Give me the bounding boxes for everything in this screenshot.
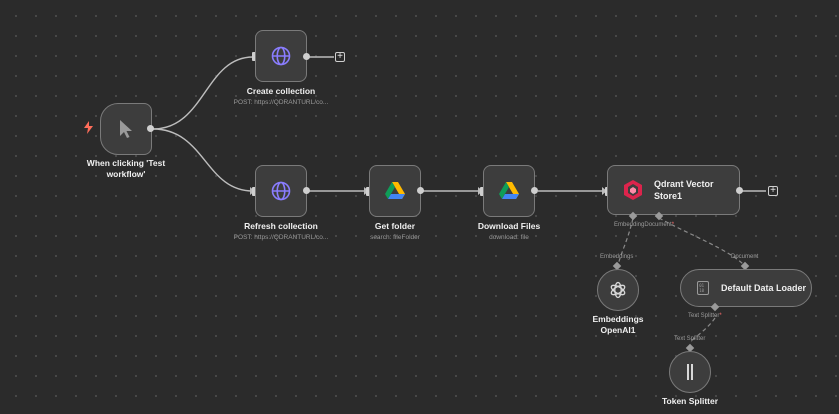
create-collection-title: Create collection [246, 86, 316, 96]
svg-text:10: 10 [699, 288, 704, 293]
loader-document-input-label: Document [731, 254, 759, 260]
edge-trigger-refresh [152, 128, 254, 192]
token-splitter-title: Token Splitter [661, 396, 719, 406]
splitter-icon [684, 363, 696, 381]
download-files-subtitle: download: file [489, 234, 529, 241]
globe-icon [271, 46, 291, 66]
qdrant-vector-store-node[interactable]: Qdrant Vector Store1 [607, 165, 740, 215]
edge-embedding-dashed [617, 217, 634, 266]
refresh-collection-input-port[interactable] [252, 187, 256, 196]
embeddings-title-line2: OpenAI1 [600, 325, 636, 335]
loader-text-splitter-label: Text Splitter* [688, 313, 722, 319]
download-files-title: Download Files [477, 221, 541, 231]
create-collection-add-button[interactable]: + [335, 52, 345, 62]
get-folder-subtitle: search: fileFolder [370, 234, 420, 241]
get-folder-title: Get folder [374, 221, 416, 231]
qdrant-title-line1: Qdrant Vector [654, 179, 714, 189]
globe-icon [271, 181, 291, 201]
default-data-loader-title: Default Data Loader [721, 283, 807, 293]
refresh-collection-node[interactable] [255, 165, 307, 217]
download-files-node[interactable] [483, 165, 535, 217]
refresh-collection-title: Refresh collection [244, 221, 318, 231]
cursor-icon [118, 119, 134, 139]
refresh-collection-subtitle: POST: https://QDRANTURL/co... [233, 234, 329, 241]
get-folder-input-port[interactable] [366, 187, 370, 196]
trigger-output-port[interactable] [147, 125, 154, 132]
embeddings-title-line1: Embeddings [592, 314, 644, 324]
embeddings-input-label: Embeddings [600, 254, 634, 260]
create-collection-node[interactable] [255, 30, 307, 82]
google-drive-icon [385, 182, 405, 200]
svg-text:01: 01 [699, 283, 704, 288]
refresh-collection-output-port[interactable] [303, 187, 310, 194]
edge-trigger-create [152, 56, 254, 130]
openai-icon [608, 280, 628, 300]
trigger-node-title: When clicking 'Test workflow' [86, 158, 166, 179]
splitter-input-label: Text Splitter [674, 336, 706, 342]
trigger-node[interactable] [100, 103, 152, 155]
token-splitter-node[interactable] [669, 351, 711, 393]
qdrant-title-line2: Store1 [654, 191, 683, 201]
google-drive-icon [499, 182, 519, 200]
arrow-qdrant [602, 187, 607, 195]
qdrant-add-button[interactable]: + [768, 186, 778, 196]
document-loader-icon: 01 10 [697, 281, 709, 295]
download-files-input-port[interactable] [480, 187, 484, 196]
create-collection-subtitle: POST: https://QDRANTURL/co... [233, 99, 329, 106]
get-folder-node[interactable] [369, 165, 421, 217]
download-files-output-port[interactable] [531, 187, 538, 194]
default-data-loader-node[interactable]: 01 10 Default Data Loader [680, 269, 812, 307]
embeddings-openai-node[interactable] [597, 269, 639, 311]
create-collection-input-port[interactable] [252, 52, 256, 61]
create-collection-output-port[interactable] [303, 53, 310, 60]
qdrant-icon [624, 180, 642, 200]
edge-textsplitter-dashed [689, 317, 716, 343]
qdrant-handle-labels: EmbeddingDocument* [614, 222, 675, 228]
qdrant-output-port[interactable] [736, 187, 743, 194]
get-folder-output-port[interactable] [417, 187, 424, 194]
lightning-bolt-icon [83, 121, 94, 134]
edge-document-dashed [658, 217, 746, 267]
